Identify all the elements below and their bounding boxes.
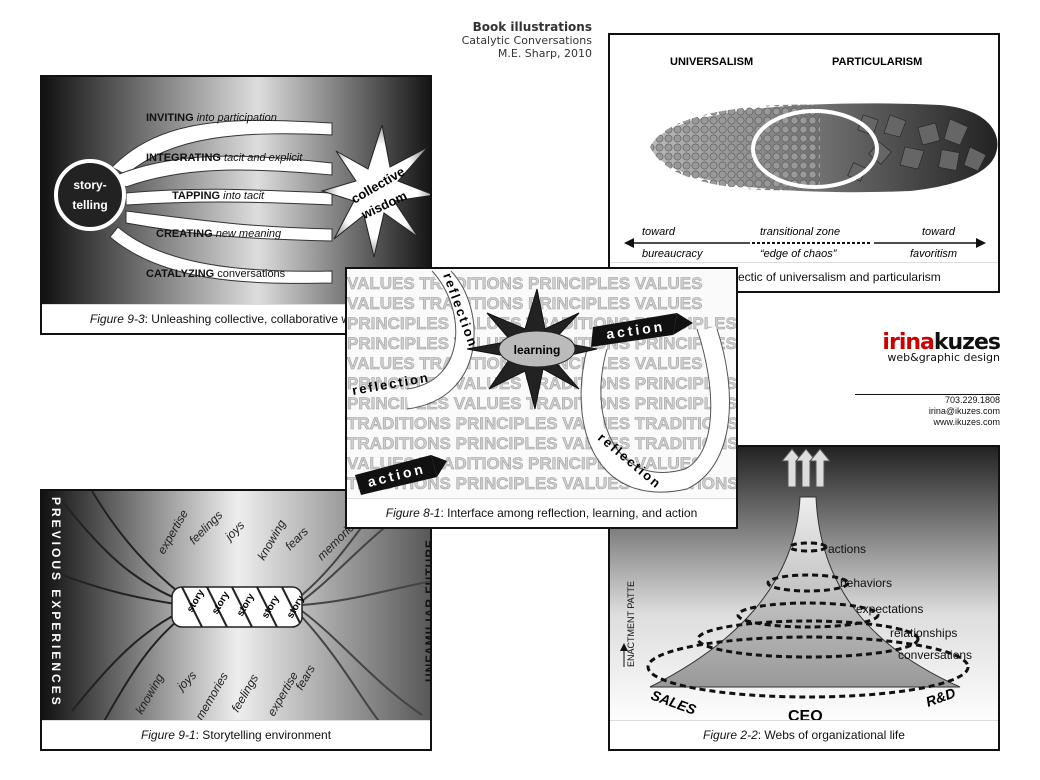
figure-9-1-card: story story story story story expertise … <box>40 489 432 751</box>
figure-2-2-caption-text: : Webs of organizational life <box>757 728 905 742</box>
arrow-label-tapping: TAPPING into tacit <box>172 190 265 202</box>
arrow-left-head <box>624 238 634 248</box>
universalism-heading: UNIVERSALISM <box>670 56 753 68</box>
figure-9-1-caption: Figure 9-1: Storytelling environment <box>42 720 430 749</box>
brand-phone: 703.229.1808 <box>944 395 1000 405</box>
book-title: Book illustrations <box>472 20 592 34</box>
collective-wisdom-burst <box>320 124 430 258</box>
pattern-row-2: VALUES TRADITIONS PRINCIPLES VALUES <box>347 294 702 313</box>
brand-logo-kuzes: kuzes <box>933 330 1001 355</box>
pattern-row-1: VALUES TRADITIONS PRINCIPLES VALUES <box>347 274 702 293</box>
figure-9-1-illustration: story story story story story expertise … <box>42 491 432 725</box>
figure-9-1-label: Figure 9-1 <box>140 728 196 742</box>
pattern-row-7: PRINCIPLES VALUES TRADITIONS PRINCIPLES <box>347 394 737 413</box>
action-arrow-bottom-head <box>431 455 447 477</box>
irregular-shapes <box>847 114 987 182</box>
uniform-spheres <box>650 104 820 191</box>
book-header: Book illustrations Catalytic Conversatio… <box>440 20 592 60</box>
figure-2-2-illustration: actions behaviors expectations relations… <box>610 447 998 725</box>
figure-8-1-illustration: VALUES TRADITIONS PRINCIPLES VALUES VALU… <box>347 269 738 503</box>
brand-logo: irinakuzes <box>855 330 1001 355</box>
figure-8-1-card: VALUES TRADITIONS PRINCIPLES VALUES VALU… <box>345 267 738 529</box>
level-labels: actions behaviors expectations relations… <box>828 542 972 662</box>
level-actions: actions <box>828 542 866 556</box>
enactment-axis-label: ENACTMENT PATTE <box>626 581 636 667</box>
figure-9-3-label: Figure 9-3 <box>89 312 145 326</box>
action-arrow-bottom <box>355 455 437 495</box>
arrow-label-catalyzing: CATALYZING conversations <box>146 268 286 280</box>
arrow-label-creating: CREATING new meaning <box>156 228 282 240</box>
label-toward-left: toward <box>642 226 676 238</box>
pattern-row-9: TRADITIONS PRINCIPLES VALUES TRADITIONS <box>347 434 738 453</box>
figure-9-3-illustration: INVITING into participation INTEGRATING … <box>42 77 430 309</box>
label-edge-of-chaos: “edge of chaos” <box>760 248 838 260</box>
fig93-arrows <box>109 119 333 284</box>
figure-2-2-caption: Figure 2-2: Webs of organizational life <box>610 720 998 749</box>
label-transitional-zone: transitional zone <box>760 226 840 238</box>
figure-9-1-caption-text: : Storytelling environment <box>195 728 332 742</box>
arrow-label-inviting: INVITING into participation <box>146 112 277 124</box>
figure-8-1-caption: Figure 8-1: Interface among reflection, … <box>347 498 736 527</box>
storytelling-label-bottom: telling <box>72 198 107 212</box>
storytelling-circle <box>54 159 126 231</box>
level-conversations: conversations <box>898 648 972 662</box>
action-arrow-top-head <box>673 313 693 335</box>
figure-9-3-caption-text: : Unleashing collective, collaborative w… <box>144 312 383 326</box>
figure-2-2-label: Figure 2-2 <box>703 728 758 742</box>
figure-8-1-label: Figure 8-1 <box>385 506 441 520</box>
level-behaviors: behaviors <box>840 576 892 590</box>
pattern-row-8: TRADITIONS PRINCIPLES VALUES TRADITIONS <box>347 414 738 433</box>
level-relationships: relationships <box>890 626 957 640</box>
arrow-label-integrating: INTEGRATING tacit and explicit <box>146 152 303 164</box>
left-root-tangle <box>51 491 183 725</box>
brand-block: irinakuzes web&graphic design 703.229.18… <box>855 330 1001 428</box>
enactment-axis-arrow <box>620 643 628 651</box>
particularism-heading: PARTICULARISM <box>832 56 922 68</box>
upward-arrows <box>780 448 832 488</box>
universalism-illustration: UNIVERSALISM PARTICULARISM toward transi… <box>624 56 998 260</box>
brand-email[interactable]: irina@ikuzes.com <box>928 406 1000 416</box>
learning-core <box>498 330 576 368</box>
story-braid: story story story story story <box>171 586 307 628</box>
reflection-loops <box>405 269 730 492</box>
label-favoritism: favoritism <box>910 248 957 260</box>
arrow-right-head <box>976 238 986 248</box>
brand-website[interactable]: www.ikuzes.com <box>933 417 1000 427</box>
previous-experiences-label: PREVIOUS EXPERIENCES <box>49 497 63 708</box>
storytelling-label-top: story- <box>73 178 106 192</box>
brand-logo-irina: irina <box>882 330 934 355</box>
book-subtitle: Catalytic Conversations <box>461 34 592 47</box>
transition-ring <box>751 109 879 189</box>
web-rings <box>646 541 970 699</box>
label-bureaucracy: bureaucracy <box>642 248 704 260</box>
learning-label: learning <box>514 343 561 357</box>
brand-divider <box>855 394 1000 395</box>
fig93-arrow-labels: INVITING into participation INTEGRATING … <box>146 112 303 280</box>
label-toward-right: toward <box>922 226 956 238</box>
level-expectations: expectations <box>856 602 923 616</box>
action-arrow-top <box>591 313 677 347</box>
brand-tagline: web&graphic design <box>887 351 1000 364</box>
unfamiliar-future-label: UNFAMILIAR FUTURE <box>423 539 432 682</box>
book-publisher: M.E. Sharp, 2010 <box>497 47 592 60</box>
figure-8-1-caption-text: : Interface among reflection, learning, … <box>440 506 698 520</box>
figure-universalism-card: UNIVERSALISM PARTICULARISM toward transi… <box>608 33 1000 293</box>
